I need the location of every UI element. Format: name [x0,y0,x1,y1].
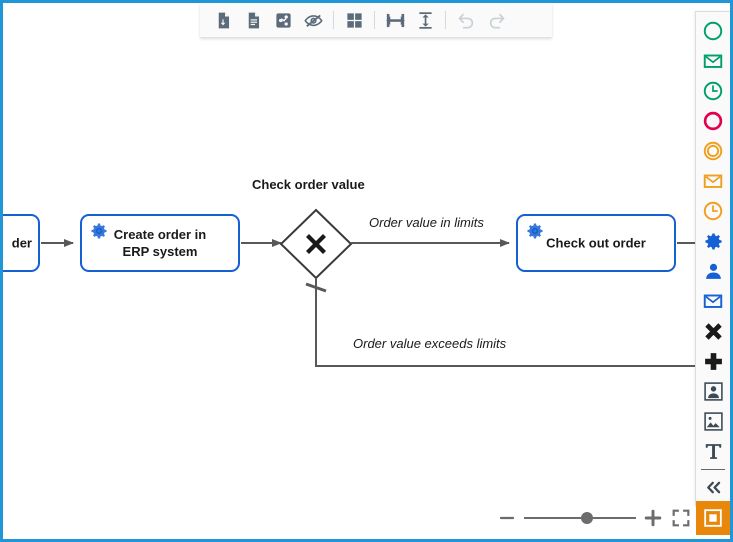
zoom-slider-handle[interactable] [581,512,593,524]
service-task-icon [525,221,545,241]
task-partial-label: der [11,235,32,251]
gateway-label: Check order value [252,177,365,192]
redo-icon[interactable] [481,5,511,35]
message-task-icon[interactable] [698,286,728,316]
user-task-icon[interactable] [698,256,728,286]
message-start-event-icon[interactable] [698,46,728,76]
exclusive-gateway-shape[interactable] [279,208,353,280]
eye-slash-icon[interactable] [298,5,328,35]
reset-zoom-icon[interactable] [696,501,730,535]
fit-viewport-icon[interactable] [666,503,696,533]
task-check-out-order-label: Check out order [546,235,646,251]
pool-icon[interactable] [698,376,728,406]
zoom-slider[interactable] [524,508,636,528]
service-task-icon[interactable] [698,226,728,256]
task-check-out-order[interactable]: Check out order [516,214,676,272]
toolbar-separator [333,11,334,29]
palette-separator [701,469,725,470]
text-annotation-icon[interactable] [698,436,728,466]
diagram-canvas[interactable]: der Create order in ERP system Check out… [3,3,730,539]
download-icon[interactable] [208,5,238,35]
document-icon[interactable] [238,5,268,35]
zoom-in-button[interactable] [640,505,666,531]
timer-intermediate-event-icon[interactable] [698,196,728,226]
zoom-controls [494,497,730,539]
bpmn-element-palette [695,11,730,506]
task-create-order[interactable]: Create order in ERP system [80,214,240,272]
task-partial[interactable]: der [3,214,40,272]
message-intermediate-event-icon[interactable] [698,166,728,196]
editor-toolbar [200,3,552,38]
undo-icon[interactable] [451,5,481,35]
exclusive-gateway-icon[interactable] [698,316,728,346]
timer-start-event-icon[interactable] [698,76,728,106]
diagram-svg [41,208,707,367]
collapse-palette-icon[interactable] [698,472,728,502]
parallel-gateway-icon[interactable] [698,346,728,376]
grid-layout-icon[interactable] [339,5,369,35]
flow-label-in-limits: Order value in limits [369,215,484,230]
task-create-order-label: Create order in ERP system [113,227,207,259]
flow-label-exceeds-limits: Order value exceeds limits [353,336,507,351]
zoom-out-button[interactable] [494,505,520,531]
end-event-icon[interactable] [698,106,728,136]
share-icon[interactable] [268,5,298,35]
align-vertical-icon[interactable] [410,5,440,35]
toolbar-separator [374,11,375,29]
start-event-icon[interactable] [698,16,728,46]
zoom-slider-track [524,517,636,519]
group-icon[interactable] [698,406,728,436]
service-task-icon [89,221,109,241]
exclusive-gateway-marker [306,234,326,254]
intermediate-event-icon[interactable] [698,136,728,166]
toolbar-separator [445,11,446,29]
align-horizontal-icon[interactable] [380,5,410,35]
sequence-flow-exceeds-limits[interactable] [305,278,707,367]
